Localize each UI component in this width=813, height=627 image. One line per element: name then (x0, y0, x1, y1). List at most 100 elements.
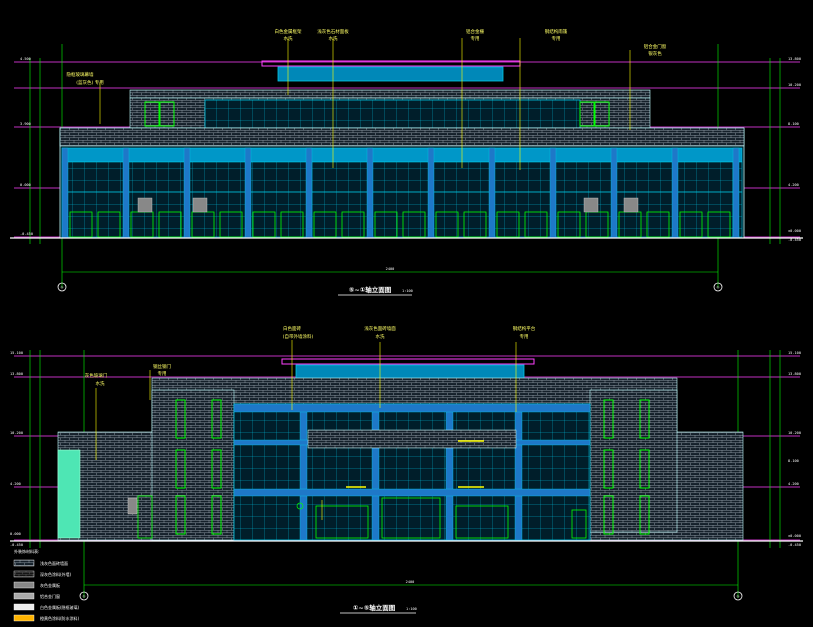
bottom-entrance-doors (137, 495, 587, 539)
legend-heading: 外装饰材料表: (14, 548, 39, 554)
bottom-total-width: 2400 (406, 580, 415, 584)
bottom-axis-bubble-right (733, 591, 743, 601)
bottom-dim-left-2: 10.200 (10, 431, 23, 435)
top-vents (137, 197, 639, 213)
bottom-green-stair (57, 449, 81, 539)
bottom-dim-right-1: 13.800 (788, 372, 801, 376)
top-door (679, 211, 703, 238)
top-column (427, 147, 435, 239)
bottom-dim-right-0: 15.100 (788, 351, 801, 355)
top-axis-bubble-right (713, 282, 723, 292)
bottom-dim-right-5: ±0.000 (788, 534, 801, 538)
bottom-central-glass (233, 403, 591, 541)
top-note-1-l2: 水洗 (284, 35, 293, 42)
top-door (463, 211, 487, 238)
bottom-marker (296, 502, 304, 510)
top-door (646, 211, 670, 238)
bottom-note-4-l2: 专用 (158, 370, 167, 377)
bottom-window (211, 449, 222, 489)
bottom-window (211, 399, 222, 439)
top-column (61, 147, 69, 239)
top-door (97, 211, 121, 238)
legend-label-0: 浅灰色面砖墙面 (40, 560, 68, 566)
top-ground-doors (69, 211, 731, 238)
bottom-note-1-l2: (自带外墙涂料) (283, 333, 314, 340)
top-column (610, 147, 618, 239)
top-glass-band-2 (61, 161, 743, 193)
top-door (280, 211, 304, 238)
top-column (671, 147, 679, 239)
bottom-gray-door (127, 497, 138, 515)
top-note-3-l1: 铝合金栅 (466, 28, 484, 35)
bottom-penthouse-glass (295, 364, 525, 380)
top-column (183, 147, 191, 239)
top-column (488, 147, 496, 239)
bottom-left-tower (151, 389, 235, 541)
bottom-note-3-l2: 专用 (520, 333, 529, 340)
bottom-axis-label-right: ⑤ (736, 595, 740, 599)
top-dim-lines (29, 44, 781, 288)
top-column (305, 147, 313, 239)
elevation-bottom: 白色面砖 (自带外墙涂料) 浅灰色面砖墙面 水洗 钢结构平台 专用 钢丝钢门 专… (10, 325, 803, 614)
top-third-floor-glass (204, 99, 581, 129)
bottom-window (175, 449, 186, 489)
top-axis-bubble-left (57, 282, 67, 292)
top-note-3-l2: 专用 (471, 35, 480, 42)
top-door (435, 211, 459, 238)
bottom-window (639, 449, 650, 489)
bottom-dim-left-3: 4.200 (10, 482, 21, 486)
bottom-dim-left-5: -0.450 (10, 543, 23, 547)
top-door (158, 211, 182, 238)
top-penthouse-glass (277, 66, 504, 82)
bottom-dim-left-1: 13.800 (10, 372, 23, 376)
top-dim-right-0: 13.800 (788, 57, 801, 61)
top-glass-band-1 (61, 147, 743, 163)
material-legend: 外装饰材料表: 浅灰色面砖墙面 深灰色涂料(外墙) 灰色金属板 铝合金门窗 白色… (13, 548, 80, 622)
legend-swatch-1 (13, 570, 35, 578)
top-note-5-l2: 银灰色 (648, 50, 662, 57)
top-door (402, 211, 426, 238)
top-axis-label-left: ⑤ (60, 286, 64, 290)
legend-swatch-3 (13, 592, 35, 600)
legend-label-1: 深灰色涂料(外墙) (40, 571, 72, 577)
top-door (374, 211, 398, 238)
bottom-window (175, 399, 186, 439)
top-third-floor-windows (144, 101, 610, 127)
top-door (69, 211, 93, 238)
bottom-window (211, 495, 222, 535)
bottom-elevation-title: ①~⑤轴立面图 (353, 603, 396, 612)
bottom-dim-right-6: -0.450 (788, 543, 801, 547)
bottom-note-4-l1: 钢丝钢门 (153, 363, 171, 370)
bottom-yellow-rails (346, 440, 484, 488)
top-column (732, 147, 740, 239)
elevation-top: 白色金属框架 水洗 浅灰色石材面板 水洗 铝合金栅 专用 钢结构雨篷 专用 铝合… (10, 28, 803, 296)
bottom-window (175, 495, 186, 535)
top-dim-right-3: 4.200 (788, 183, 799, 187)
legend-swatch-5 (13, 614, 35, 622)
bottom-note-5-l2: 水洗 (96, 380, 105, 387)
top-door (313, 211, 337, 238)
top-column (122, 147, 130, 239)
top-column (549, 147, 557, 239)
top-dim-right-2: 8.100 (788, 122, 799, 126)
legend-swatch-2 (13, 581, 35, 589)
bottom-note-5-l1: 灰色玻璃门 (85, 372, 108, 379)
top-note-5-l1: 铝合金门窗 (644, 43, 667, 50)
bottom-note-2-l1: 浅灰色面砖墙面 (364, 325, 396, 332)
top-note-4-l2: 专用 (552, 35, 561, 42)
top-elevation-title: ⑤~①轴立面图 (349, 285, 392, 294)
top-note-1-l1: 白色金属框架 (275, 28, 302, 35)
top-column (366, 147, 374, 239)
top-dim-left-1: 3.900 (20, 122, 31, 126)
top-elevation-scale: 1:100 (402, 289, 413, 293)
top-door (496, 211, 520, 238)
bottom-dim-left-0: 15.100 (10, 351, 23, 355)
top-leaders (99, 38, 631, 170)
top-cornice (59, 127, 745, 147)
top-door (524, 211, 548, 238)
top-dim-left-2: 0.000 (20, 183, 31, 187)
legend-swatch-0 (13, 559, 35, 567)
top-door (341, 211, 365, 238)
top-axis-label-right: ① (716, 286, 720, 290)
